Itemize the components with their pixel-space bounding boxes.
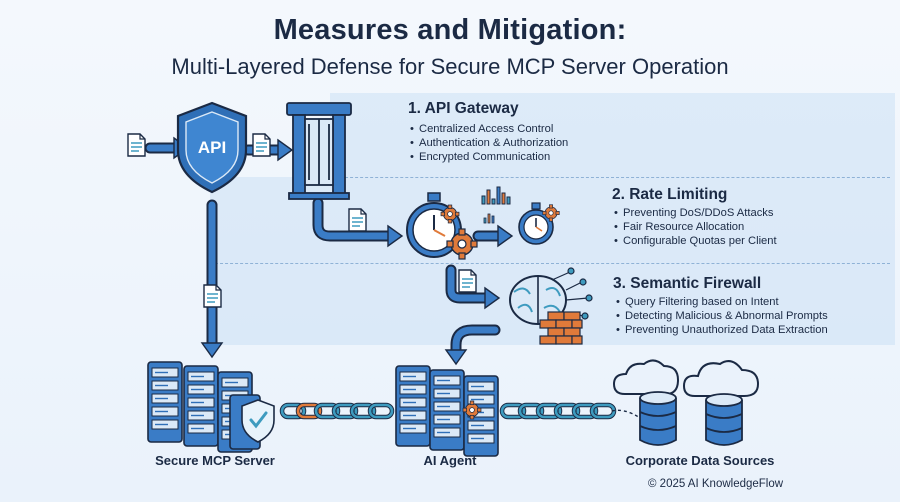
document-icon bbox=[203, 284, 222, 308]
firewall-icon bbox=[539, 311, 583, 345]
database-icon bbox=[705, 393, 743, 446]
bullet-item: Detecting Malicious & Abnormal Prompts bbox=[616, 310, 828, 324]
section-semantic-firewall-title: 3. Semantic Firewall bbox=[613, 275, 762, 292]
document-icon bbox=[252, 133, 271, 157]
diagram-title: Measures and Mitigation: bbox=[273, 14, 627, 46]
corporate-data-sources-label: Corporate Data Sources bbox=[625, 453, 775, 468]
diagram-subtitle: Multi-Layered Defense for Secure MCP Ser… bbox=[171, 54, 729, 79]
bullet-item: Configurable Quotas per Client bbox=[614, 235, 777, 249]
database-icon bbox=[639, 391, 677, 446]
bullet-item: Authentication & Authorization bbox=[410, 137, 568, 151]
section-rate-limiting-title: 2. Rate Limiting bbox=[612, 186, 728, 203]
chain-link-icon bbox=[502, 405, 614, 417]
api-shield-icon: API bbox=[176, 101, 248, 194]
ai-agent-label: AI Agent bbox=[423, 453, 477, 468]
divider-2 bbox=[210, 263, 890, 264]
section-semantic-firewall-bullets: Query Filtering based on Intent Detectin… bbox=[616, 296, 828, 337]
document-icon bbox=[458, 269, 477, 293]
copyright-notice: © 2025 AI KnowledgeFlow bbox=[648, 478, 784, 490]
bullet-item: Query Filtering based on Intent bbox=[616, 296, 828, 310]
bar-chart-icon bbox=[483, 213, 495, 224]
bullet-item: Encrypted Communication bbox=[410, 151, 568, 165]
chain-link-icon bbox=[282, 402, 392, 420]
bullet-item: Preventing Unauthorized Data Extraction bbox=[616, 324, 828, 338]
server-icon bbox=[395, 365, 499, 457]
bullet-item: Fair Resource Allocation bbox=[614, 221, 777, 235]
bullet-item: Centralized Access Control bbox=[410, 123, 568, 137]
secure-mcp-server-label: Secure MCP Server bbox=[155, 453, 275, 468]
divider-1 bbox=[330, 177, 890, 178]
section-rate-limiting-bullets: Preventing DoS/DDoS Attacks Fair Resourc… bbox=[614, 207, 777, 248]
bar-chart-icon bbox=[481, 186, 511, 205]
section-api-gateway-bullets: Centralized Access Control Authenticatio… bbox=[410, 123, 568, 164]
stopwatch-icon bbox=[518, 202, 554, 245]
cloud-icon bbox=[612, 359, 760, 397]
server-icon bbox=[147, 361, 275, 453]
document-icon bbox=[127, 133, 146, 157]
shield-label: API bbox=[198, 138, 226, 157]
bullet-item: Preventing DoS/DDoS Attacks bbox=[614, 207, 777, 221]
document-icon bbox=[348, 208, 367, 232]
gateway-icon bbox=[286, 102, 352, 200]
section-api-gateway-title: 1. API Gateway bbox=[408, 100, 519, 117]
